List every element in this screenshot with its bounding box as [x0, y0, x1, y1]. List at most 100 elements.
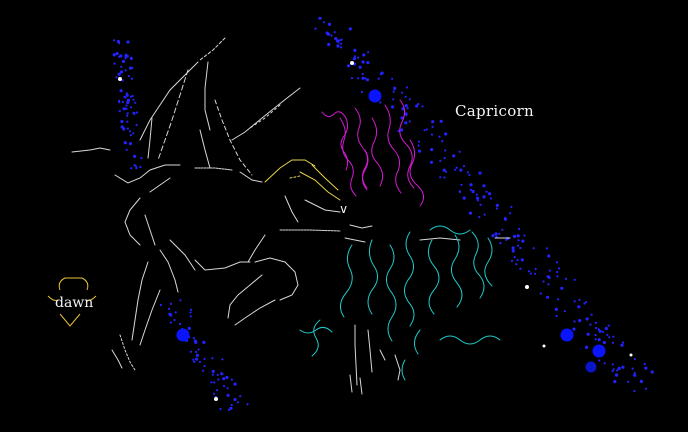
leg-stroke [379, 349, 386, 361]
star-dust-dot [333, 31, 336, 34]
star-dust-dot [126, 112, 129, 115]
star-dust-dot [325, 31, 329, 35]
mane-strand [339, 117, 357, 197]
star-dust-dot [126, 120, 129, 123]
star-dust-dot [519, 267, 522, 270]
star-dust-dot [213, 381, 216, 384]
star-dust-dot [439, 159, 442, 163]
tail-strand [367, 239, 378, 315]
star-dust-dot [220, 372, 224, 376]
star-dust-dot [322, 21, 326, 24]
star-dust-dot [478, 171, 482, 175]
star-dust-dot [444, 170, 448, 173]
star-dust-dot [442, 168, 446, 172]
star-dust-dot [598, 359, 601, 362]
star-dust-dot [529, 272, 532, 275]
star-dust-dot [400, 128, 404, 132]
dawn-label: dawn [55, 295, 94, 311]
star-dust-dot [475, 193, 478, 196]
star-dust-dot [226, 393, 230, 397]
star-dust-dot [125, 107, 128, 110]
star-dust-dot [534, 272, 537, 275]
star-dust-dot [429, 160, 434, 164]
star-dust-dot [327, 42, 331, 47]
mane-strand [409, 139, 424, 207]
star-dust-dot [430, 133, 434, 136]
star-dust-dot [338, 39, 341, 42]
star-dust-dot [334, 37, 338, 41]
star-dust-dot [195, 353, 199, 357]
star-dust-dot [221, 358, 224, 361]
star-dust-dot [640, 381, 643, 384]
tail-strand [451, 234, 463, 308]
star-big [368, 89, 382, 103]
star-dust-dot [621, 365, 625, 369]
leg-stroke [367, 329, 373, 373]
star-dust-dot [135, 167, 138, 170]
star-dust-dot [129, 56, 133, 61]
star-dust-dot [119, 89, 123, 93]
star-dust-dot [408, 120, 411, 123]
star-dust-dot [124, 69, 127, 72]
leg-stroke [359, 377, 363, 395]
star-dust-dot [644, 366, 648, 370]
star-dust-dot [488, 192, 492, 196]
body-stroke [279, 229, 341, 232]
star-dust-dot [314, 27, 317, 30]
star-dust-dot [595, 326, 598, 330]
star-dust-dot [353, 48, 357, 53]
tail-strand [340, 244, 353, 318]
star-dust-dot [365, 78, 370, 82]
star-dust-dot [633, 389, 636, 393]
star-dust-dot [233, 382, 237, 386]
star-dust-dot [358, 65, 361, 68]
head-stroke [344, 237, 366, 243]
star-dust-dot [555, 261, 559, 264]
star-dust-dot [516, 244, 520, 247]
star-dust-dot [459, 168, 463, 172]
star-dust-dot [455, 166, 458, 169]
star-dust-dot [499, 242, 502, 245]
star-dust-dot [611, 341, 615, 344]
star-dust-dot [392, 98, 395, 101]
star-dust-dot [501, 228, 504, 231]
star-dust-dot [169, 302, 173, 305]
star-dust-dot [586, 332, 590, 336]
star-dust-dot [189, 315, 192, 318]
star-dust-dot [117, 72, 121, 76]
star-big [592, 344, 606, 358]
star-dust-dot [113, 39, 116, 42]
star-dust-dot [617, 366, 621, 370]
star-dust-dot [227, 408, 231, 411]
star-dust-dot [594, 321, 597, 324]
mane [321, 99, 424, 207]
star-dust-dot [174, 311, 177, 314]
star-dust-dot [210, 381, 213, 384]
star-dust-dot [216, 373, 219, 376]
star-dust-dot [239, 395, 242, 398]
star-dust-dot [120, 119, 124, 124]
star-dust-dot [340, 46, 343, 49]
star-dust-dot [195, 357, 199, 361]
star-dust-dot [130, 106, 133, 109]
star-dust-dot [357, 77, 360, 80]
star-dust-dot [539, 292, 542, 295]
star-dust-dot [130, 77, 133, 80]
star-dust-dot [124, 53, 128, 56]
star-dust-dot [219, 407, 222, 411]
leg-stroke [119, 334, 136, 371]
horn-stroke [264, 159, 316, 183]
star-dust-dot [189, 308, 193, 311]
star-dust-dot [115, 76, 118, 79]
star-dust-dot [468, 211, 473, 215]
star-dust-dot [585, 301, 588, 304]
star-dust-dot [229, 406, 233, 410]
star-dust-dot [126, 127, 129, 130]
star-dust-dot [125, 93, 129, 97]
star-dust-dot [246, 403, 249, 406]
star-dust-dot [573, 300, 576, 303]
star-dust-dot [132, 98, 135, 101]
star-dust-dot [202, 369, 205, 372]
star-dust-dot [340, 38, 343, 41]
